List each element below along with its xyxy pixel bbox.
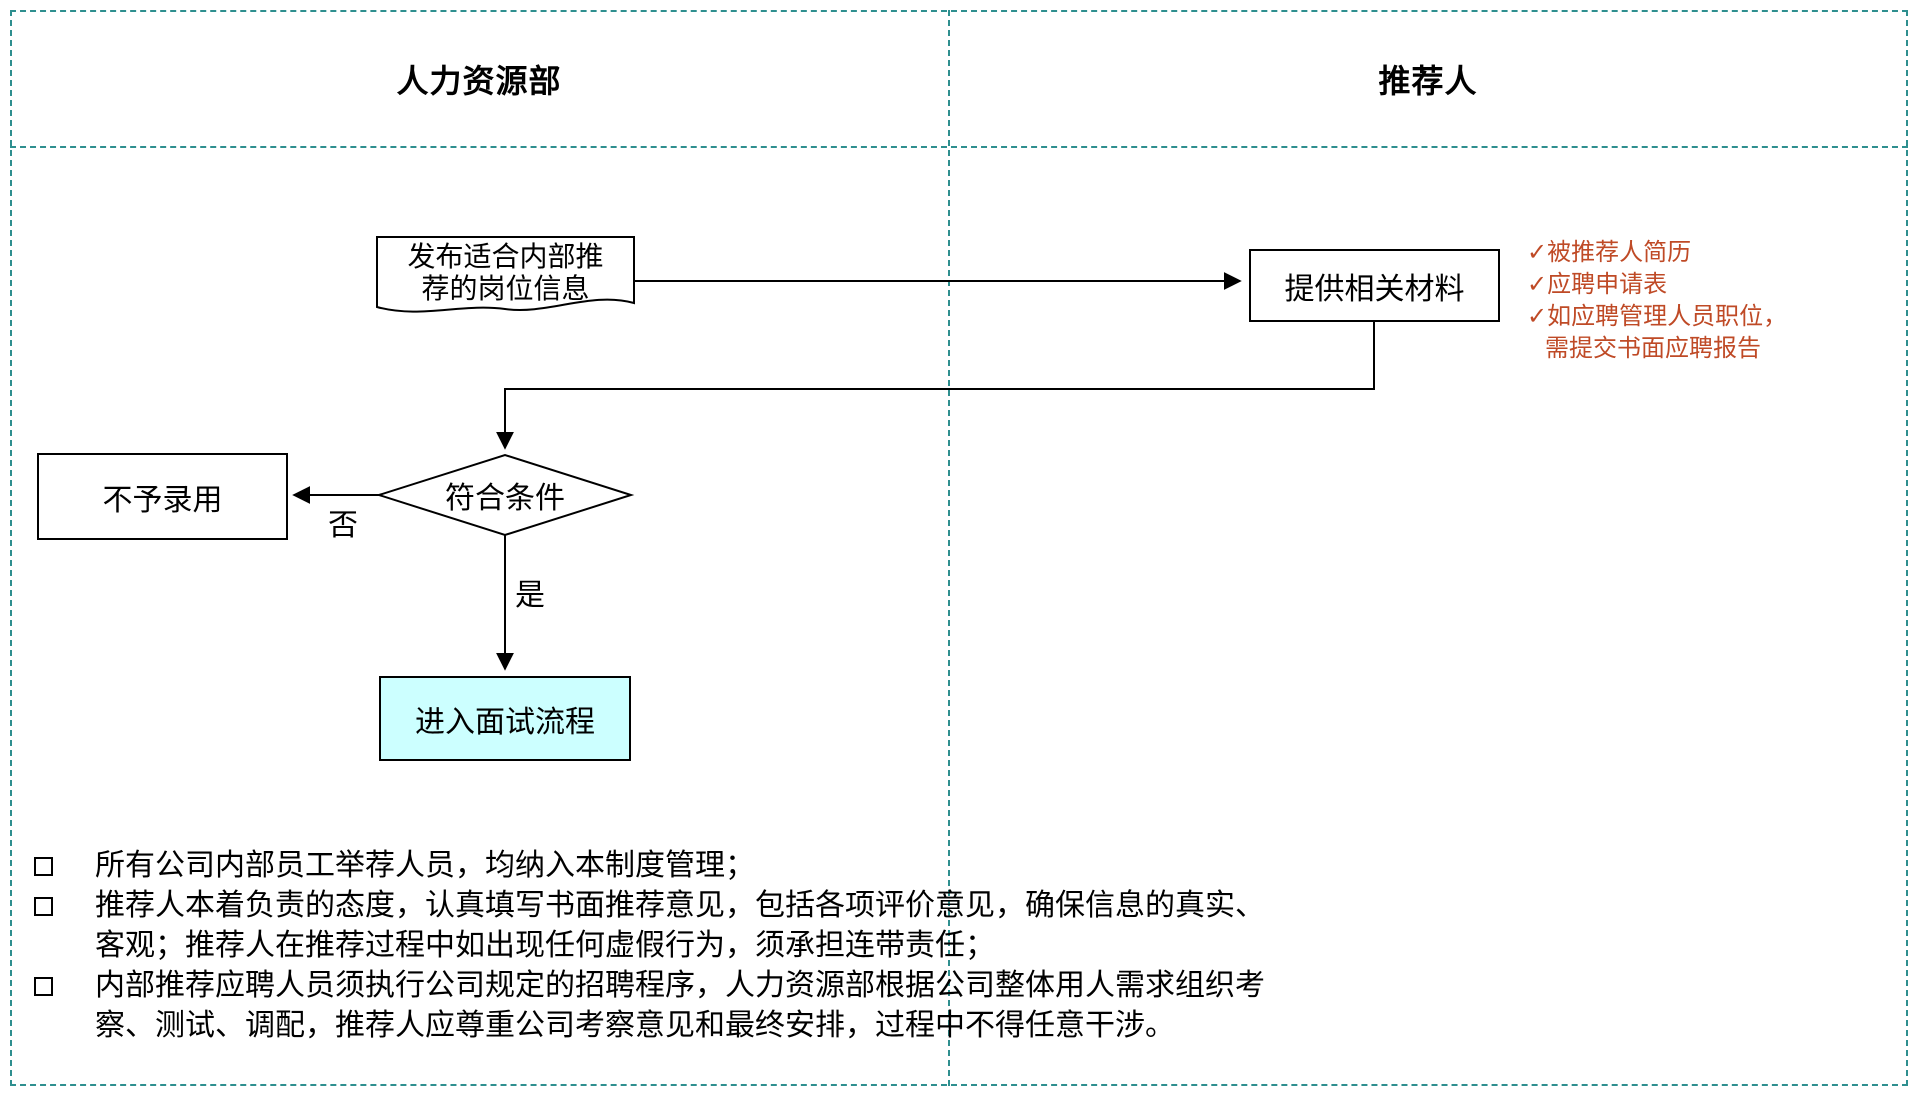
materials-checklist-item: ✓应聘申请表 [1527, 271, 1668, 298]
square-bullet-icon [34, 897, 53, 916]
swimlane-outer-border [10, 10, 1908, 1086]
edge-label-yes: 是 [515, 579, 545, 612]
policy-notes: 所有公司内部员工举荐人员，均纳入本制度管理； 推荐人本着负责的态度，认真填写书面… [26, 846, 1306, 1046]
square-bullet-icon [34, 977, 53, 996]
materials-checklist-item-cont: 需提交书面应聘报告 [1545, 335, 1761, 362]
provide-materials-node: 提供相关材料 [1249, 249, 1500, 322]
lane-divider [948, 10, 950, 1086]
lane-header-separator [10, 146, 1908, 148]
policy-note-row: 内部推荐应聘人员须执行公司规定的招聘程序，人力资源部根据公司整体用人需求组织考察… [26, 966, 1306, 1046]
decision-node-label: 符合条件 [445, 482, 565, 515]
materials-checklist-item: ✓如应聘管理人员职位， [1527, 303, 1788, 330]
lane-title-hr: 人力资源部 [396, 63, 562, 99]
policy-note-row: 所有公司内部员工举荐人员，均纳入本制度管理； [26, 846, 1306, 886]
lane-title-referrer: 推荐人 [1378, 63, 1478, 99]
materials-checklist-item: ✓被推荐人简历 [1527, 239, 1692, 266]
publish-doc-line2: 荐的岗位信息 [421, 273, 590, 304]
policy-note-text: 所有公司内部员工举荐人员，均纳入本制度管理； [95, 849, 755, 882]
reject-node: 不予录用 [37, 453, 288, 540]
policy-note-text: 推荐人本着负责的态度，认真填写书面推荐意见，包括各项评价意见，确保信息的真实、客… [95, 889, 1265, 962]
policy-note-text: 内部推荐应聘人员须执行公司规定的招聘程序，人力资源部根据公司整体用人需求组织考察… [95, 969, 1265, 1042]
interview-node: 进入面试流程 [379, 676, 631, 761]
policy-note-row: 推荐人本着负责的态度，认真填写书面推荐意见，包括各项评价意见，确保信息的真实、客… [26, 886, 1306, 966]
publish-doc-node: 发布适合内部推 荐的岗位信息 [377, 241, 634, 305]
square-bullet-icon [34, 857, 53, 876]
materials-checklist: ✓被推荐人简历 ✓应聘申请表 ✓如应聘管理人员职位， 需提交书面应聘报告 [1527, 237, 1787, 365]
publish-doc-line1: 发布适合内部推 [407, 241, 604, 272]
edge-label-no: 否 [328, 509, 358, 542]
